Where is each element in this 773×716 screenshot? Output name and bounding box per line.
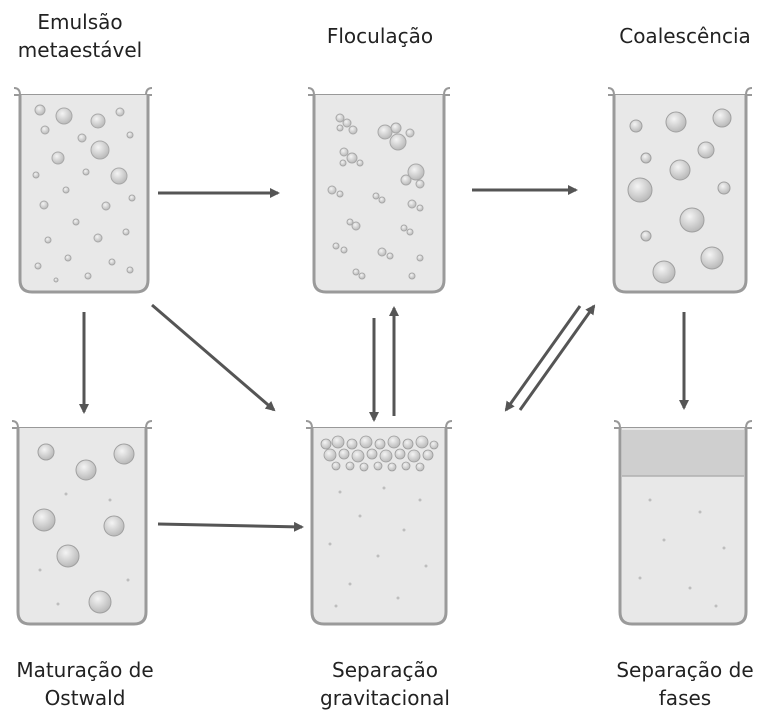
- beaker-separacao-fases: [613, 420, 753, 626]
- beaker-coalescencia: [607, 87, 753, 294]
- label-maturacao-ostwald: Maturação de Ostwald: [16, 658, 154, 710]
- beaker-separacao-gravitacional: [305, 420, 453, 626]
- label-floculacao: Floculação: [326, 24, 434, 48]
- beaker-floculacao: [307, 87, 451, 294]
- oil-phase-layer: [622, 430, 744, 476]
- label-emulsao-metaestavel: Emulsão metaestável: [17, 10, 143, 62]
- beaker-maturacao-ostwald: [11, 420, 153, 626]
- label-coalescencia: Coalescência: [619, 24, 751, 48]
- label-separacao-gravitacional: Separação gravitacional: [320, 658, 450, 710]
- label-separacao-fases: Separação de fases: [616, 658, 754, 710]
- arrow-emulsao-to-separacao-grav: [151, 303, 276, 412]
- arrow-maturacao-to-separacao-grav: [157, 521, 304, 532]
- arrow-separacao-grav-to-coalescencia: [518, 304, 596, 411]
- arrow-coalescencia-to-separacao-grav: [504, 305, 582, 412]
- beaker-emulsao-metaestavel: [13, 87, 153, 294]
